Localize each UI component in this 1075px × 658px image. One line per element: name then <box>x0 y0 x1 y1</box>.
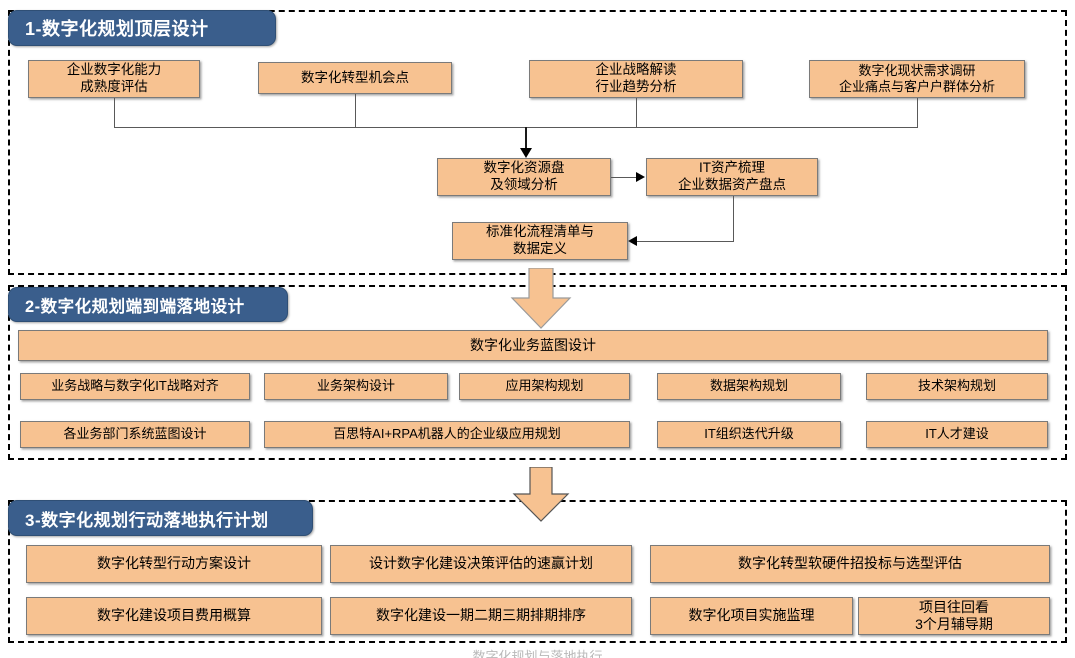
s2-box-application-architecture[interactable]: 应用架构规划 <box>459 373 630 400</box>
s3-box-implementation-supervision[interactable]: 数字化项目实施监理 <box>650 597 853 635</box>
connector-s1-bus <box>114 127 918 128</box>
connector-s1-b2-down <box>355 94 356 127</box>
connector-resource-to-it <box>611 177 638 178</box>
s2-box-it-org-upgrade[interactable]: IT组织迭代升级 <box>657 421 841 448</box>
s3-box-review-coaching[interactable]: 项目往回看 3个月辅导期 <box>858 597 1050 635</box>
section-3-title-text: 3-数字化规划行动落地执行计划 <box>25 510 269 530</box>
connector-s1-b4-down <box>917 98 918 127</box>
section-2-title-pill: 2-数字化规划端到端落地设计 <box>8 287 288 322</box>
s3-box-bidding-selection[interactable]: 数字化转型软硬件招投标与选型评估 <box>650 545 1050 583</box>
connector-s1-b3-down <box>636 98 637 127</box>
fat-arrow-section1-to-section2 <box>510 268 572 330</box>
s2-box-technical-architecture[interactable]: 技术架构规划 <box>866 373 1048 400</box>
arrowhead-resource-to-it <box>636 172 645 182</box>
s1-box-transformation-opportunity[interactable]: 数字化转型机会点 <box>258 62 452 94</box>
s1-box-strategy-interpretation[interactable]: 企业战略解读 行业趋势分析 <box>529 60 743 98</box>
s3-box-quickwin-plan[interactable]: 设计数字化建设决策评估的速赢计划 <box>330 545 632 583</box>
section-1-title-text: 1-数字化规划顶层设计 <box>25 19 209 39</box>
s1-box-standard-process[interactable]: 标准化流程清单与 数据定义 <box>452 222 628 260</box>
fat-arrow-section2-to-section3 <box>512 467 570 523</box>
arrowhead-to-resource-box <box>520 148 532 158</box>
s2-box-strategy-alignment[interactable]: 业务战略与数字化IT战略对齐 <box>20 373 250 400</box>
section-1-title-pill: 1-数字化规划顶层设计 <box>8 10 276 46</box>
s1-box-capability-maturity[interactable]: 企业数字化能力 成熟度评估 <box>28 60 200 98</box>
s2-box-business-architecture[interactable]: 业务架构设计 <box>264 373 448 400</box>
arrowhead-to-standard-box <box>628 236 637 246</box>
s2-banner-business-blueprint[interactable]: 数字化业务蓝图设计 <box>18 330 1048 361</box>
connector-s1-bus-to-resource <box>525 127 527 155</box>
s2-box-data-architecture[interactable]: 数据架构规划 <box>657 373 841 400</box>
section-2-title-text: 2-数字化规划端到端落地设计 <box>25 297 245 316</box>
s3-box-cost-estimate[interactable]: 数字化建设项目费用概算 <box>26 597 322 635</box>
s2-box-department-blueprint[interactable]: 各业务部门系统蓝图设计 <box>20 421 250 448</box>
s1-box-status-research[interactable]: 数字化现状需求调研 企业痛点与客户户群体分析 <box>809 60 1025 98</box>
s3-box-action-plan-design[interactable]: 数字化转型行动方案设计 <box>26 545 322 583</box>
s1-box-it-asset[interactable]: IT资产梳理 企业数据资产盘点 <box>646 158 818 196</box>
s2-box-it-talent[interactable]: IT人才建设 <box>866 421 1048 448</box>
s1-box-resource-inventory[interactable]: 数字化资源盘 及领域分析 <box>437 158 611 196</box>
section-3-title-pill: 3-数字化规划行动落地执行计划 <box>8 500 313 536</box>
connector-s1-b1-down <box>114 98 115 127</box>
s2-box-ai-rpa-plan[interactable]: 百思特AI+RPA机器人的企业级应用规划 <box>264 421 630 448</box>
bottom-cut-text: 数字化规划与落地执行 <box>472 649 603 658</box>
s3-box-phase-scheduling[interactable]: 数字化建设一期二期三期排期排序 <box>330 597 632 635</box>
connector-it-down <box>733 196 734 241</box>
connector-it-to-standard <box>636 241 734 242</box>
